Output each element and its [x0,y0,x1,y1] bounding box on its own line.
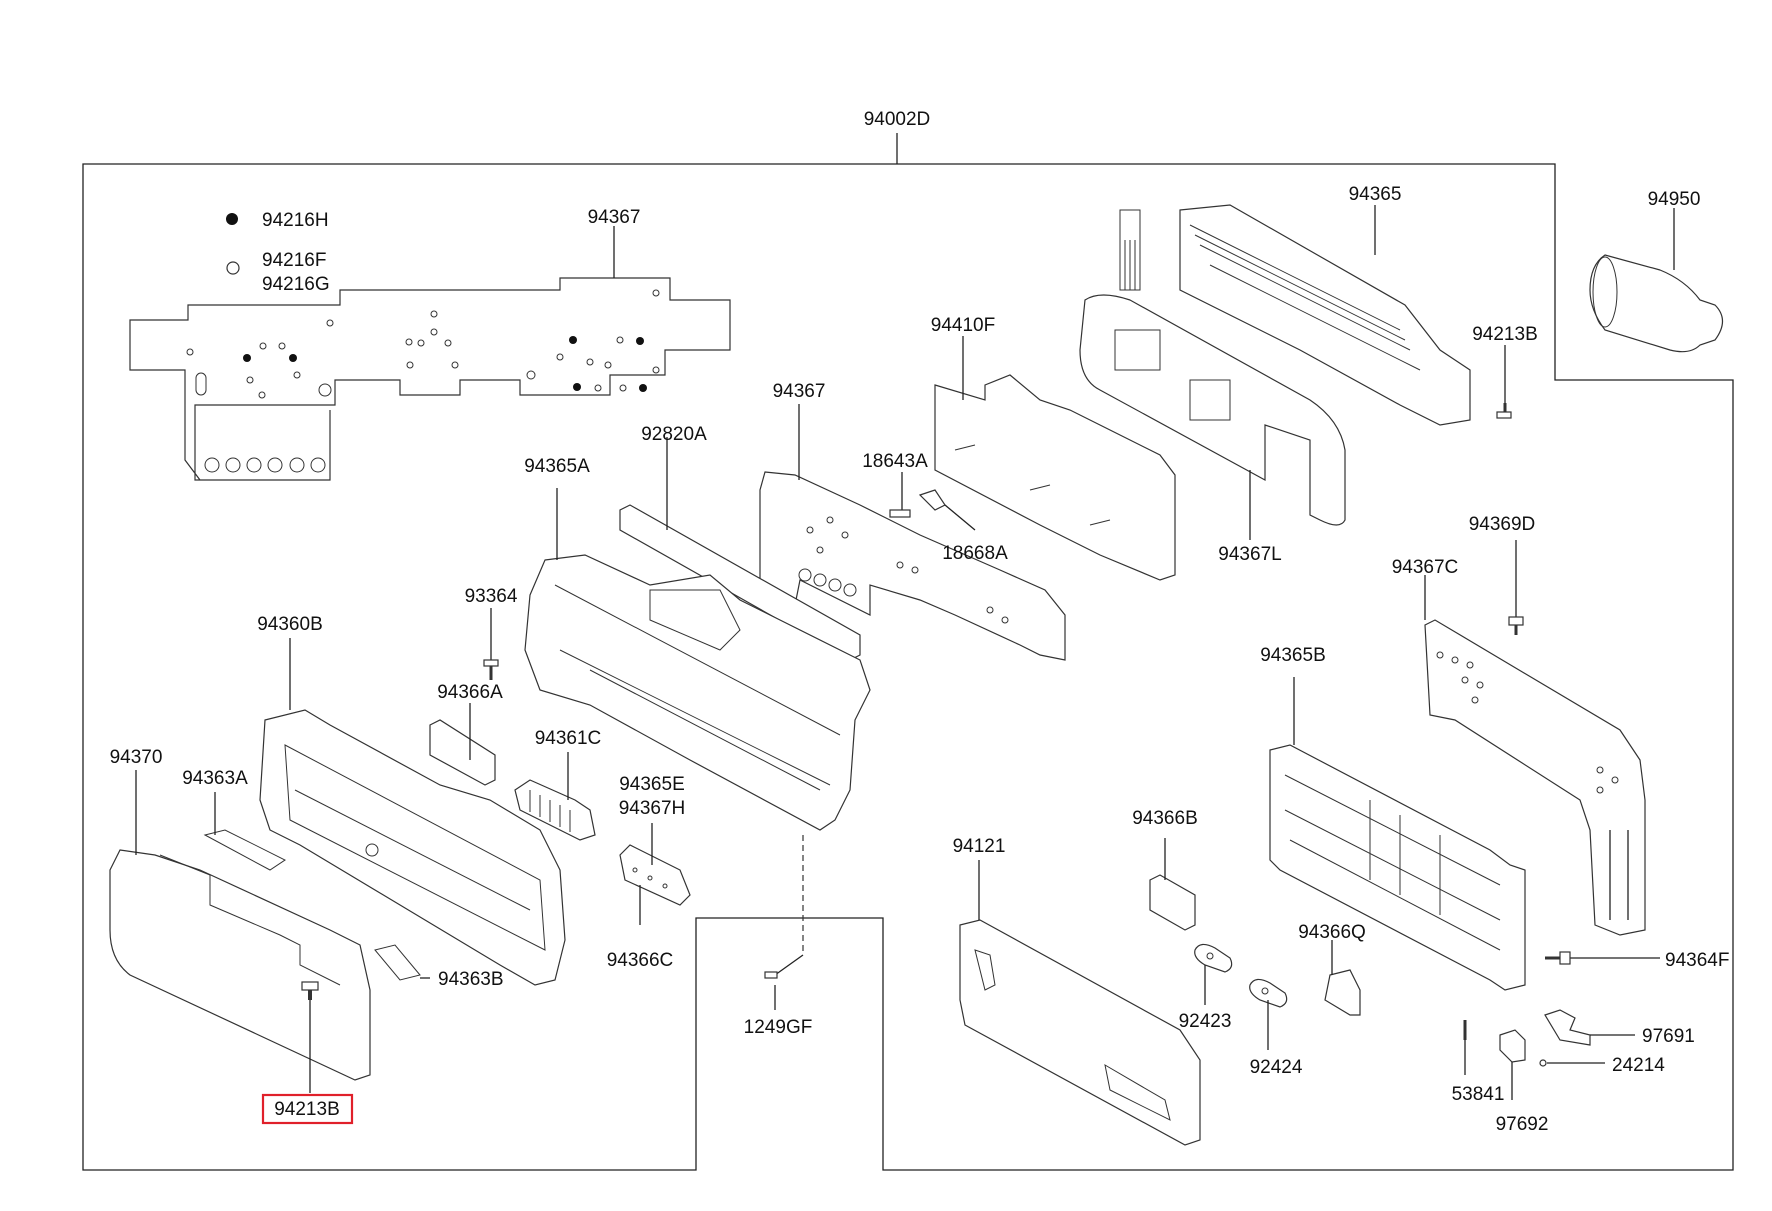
label-94367L: 94367L [1218,544,1281,565]
label-53841: 53841 [1452,1084,1505,1105]
part-screw-93364 [483,608,499,680]
part-bracket-94365E [619,823,691,925]
part-clip-94366Q [1324,940,1361,1016]
part-screw-94369D [1508,540,1524,635]
label-94216H: 94216H [262,210,329,231]
label-94367H: 94367H [619,798,686,819]
label-24214: 24214 [1612,1055,1665,1076]
part-screw-94364F [1545,951,1660,965]
part-strip-92820A [619,437,861,661]
part-film-94363B [374,944,430,981]
label-94002D: 94002D [864,109,931,130]
label-94366Q: 94366Q [1298,922,1366,943]
highlight-box-94213B [261,1093,354,1125]
label-94366C: 94366C [607,950,674,971]
label-94213B-highlight: 94213B [274,1099,340,1120]
part-lens-94370 [109,770,371,1081]
label-93364: 93364 [465,586,518,607]
label-94370: 94370 [110,747,163,768]
label-94363A: 94363A [182,768,248,789]
part-screw-94213B-left [301,981,319,1093]
part-board-94410F [934,336,1176,581]
label-94367-top: 94367 [588,207,641,228]
part-grommet-92423 [1194,943,1233,1005]
part-frame-94121 [959,860,1201,1146]
part-housing-94365A [524,488,871,831]
part-plate-94366B [1149,838,1196,931]
part-bezel-94360B [259,638,566,986]
label-94365E: 94365E [619,774,685,795]
label-94364F: 94364F [1665,950,1729,971]
assembly-boundary [82,133,1734,1171]
part-screw-94213B-right [1496,345,1512,419]
label-94216F: 94216F [262,250,326,271]
label-94361C: 94361C [535,728,602,749]
label-94216G: 94216G [262,274,330,295]
legend-dots [226,213,240,275]
label-92423: 92423 [1179,1011,1232,1032]
part-frame-94367L [1079,294,1346,540]
label-94410F: 94410F [931,315,995,336]
part-film-94363A [203,792,286,871]
part-pcb-94367-top [129,226,731,481]
label-18668A: 18668A [942,543,1008,564]
label-92820A: 92820A [641,424,707,445]
label-1249GF: 1249GF [744,1017,813,1038]
part-plate-94367C [1424,575,1646,936]
label-94363B: 94363B [438,969,504,990]
part-bracket-97691 [1544,1009,1635,1046]
part-clip-24214 [1539,1059,1605,1067]
label-94367-mid: 94367 [773,381,826,402]
part-labels: 94002D 94216H 94216F 94216G 94367 94365 … [110,109,1730,1135]
label-94365A: 94365A [524,456,590,477]
label-94213B-right: 94213B [1472,324,1538,345]
part-board-94365 [1119,204,1471,426]
label-94121: 94121 [953,836,1006,857]
part-pin-18643A [889,472,976,531]
part-housing-94365B [1269,677,1526,991]
part-connector-94361C [514,752,596,841]
label-94369D: 94369D [1469,514,1536,535]
label-97691: 97691 [1642,1026,1695,1047]
part-grommet-92424 [1249,978,1288,1050]
label-94367C: 94367C [1392,557,1459,578]
part-bracket-97692 [1499,1029,1526,1100]
label-94365: 94365 [1349,184,1402,205]
label-94360B: 94360B [257,614,323,635]
part-screw-1249GF [764,835,804,1010]
part-bulb-94950 [1589,208,1724,353]
label-97692: 97692 [1496,1114,1549,1135]
label-94366B: 94366B [1132,808,1198,829]
label-94366A: 94366A [437,682,503,703]
label-92424: 92424 [1250,1057,1303,1078]
label-18643A: 18643A [862,451,928,472]
label-94950: 94950 [1648,189,1701,210]
label-94365B: 94365B [1260,645,1326,666]
part-board-94366A [429,703,496,786]
